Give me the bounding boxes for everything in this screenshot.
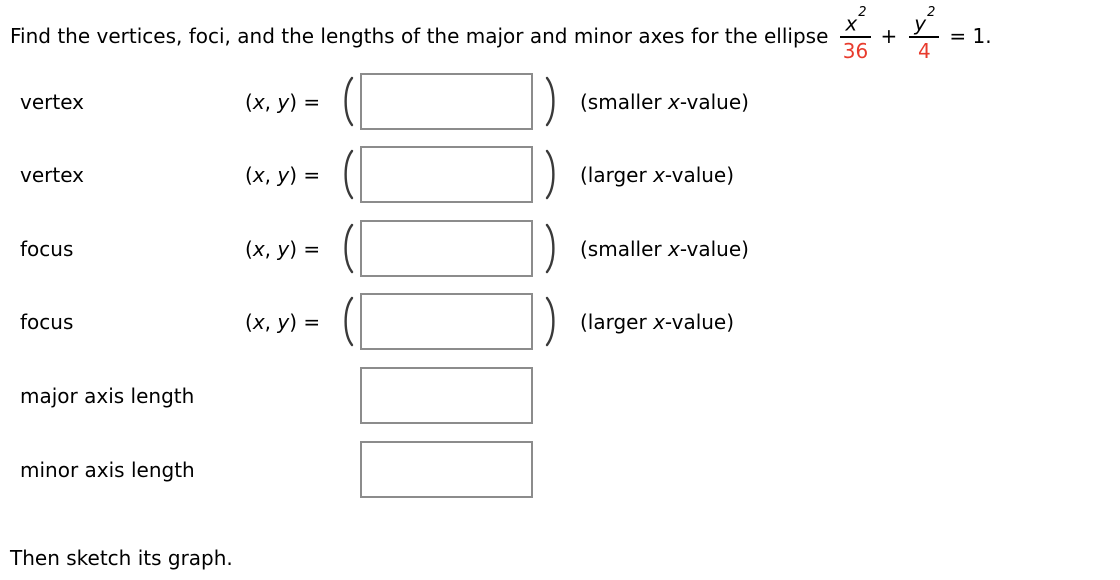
answer-hint: (larger x-value) <box>580 309 735 334</box>
minor-axis-length-input[interactable] <box>360 441 533 498</box>
question-title: Find the vertices, foci, and the lengths… <box>10 4 992 68</box>
question-text: Find the vertices, foci, and the lengths… <box>10 24 829 48</box>
fraction-denominator: 36 <box>842 39 869 64</box>
answer-input-vertex-smaller[interactable] <box>360 73 533 130</box>
open-paren <box>344 296 354 347</box>
xy-equals-label: (x, y) = <box>245 162 321 187</box>
row-label: minor axis length <box>20 457 195 482</box>
exponent: 2 <box>927 4 936 20</box>
row-label: vertex <box>20 162 84 187</box>
close-paren <box>545 223 555 274</box>
equals-one: = 1. <box>949 24 992 48</box>
answer-input-focus-larger[interactable] <box>360 293 533 350</box>
answer-row-minor-axis: minor axis length <box>0 441 1120 498</box>
row-label: major axis length <box>20 383 195 408</box>
close-paren <box>545 149 555 200</box>
plus-operator: + <box>880 24 898 48</box>
fraction-denominator: 4 <box>917 39 931 64</box>
row-label: vertex <box>20 89 84 114</box>
open-paren <box>344 149 354 200</box>
row-label: focus <box>20 309 74 334</box>
answer-input-vertex-larger[interactable] <box>360 146 533 203</box>
xy-equals-label: (x, y) = <box>245 89 321 114</box>
close-paren <box>545 76 555 127</box>
row-label: focus <box>20 236 74 261</box>
exponent: 2 <box>858 4 867 20</box>
answer-row-focus-larger: focus (x, y) = (larger x-value) <box>0 293 1120 350</box>
fraction-y-squared-over-4: y2 4 <box>909 6 940 64</box>
answer-row-major-axis: major axis length <box>0 367 1120 424</box>
open-paren <box>344 223 354 274</box>
answer-hint: (smaller x-value) <box>580 89 749 114</box>
close-paren <box>545 296 555 347</box>
xy-equals-label: (x, y) = <box>245 236 321 261</box>
answer-row-vertex-larger: vertex (x, y) = (larger x-value) <box>0 146 1120 203</box>
answer-row-vertex-smaller: vertex (x, y) = (smaller x-value) <box>0 73 1120 130</box>
sketch-instruction: Then sketch its graph. <box>10 546 233 570</box>
answer-hint: (smaller x-value) <box>580 236 749 261</box>
xy-equals-label: (x, y) = <box>245 309 321 334</box>
fraction-x-squared-over-36: x2 36 <box>840 6 871 64</box>
major-axis-length-input[interactable] <box>360 367 533 424</box>
answer-row-focus-smaller: focus (x, y) = (smaller x-value) <box>0 220 1120 277</box>
answer-hint: (larger x-value) <box>580 162 735 187</box>
answer-input-focus-smaller[interactable] <box>360 220 533 277</box>
fraction-numerator: y2 <box>909 6 940 39</box>
open-paren <box>344 76 354 127</box>
fraction-numerator: x2 <box>840 6 871 39</box>
